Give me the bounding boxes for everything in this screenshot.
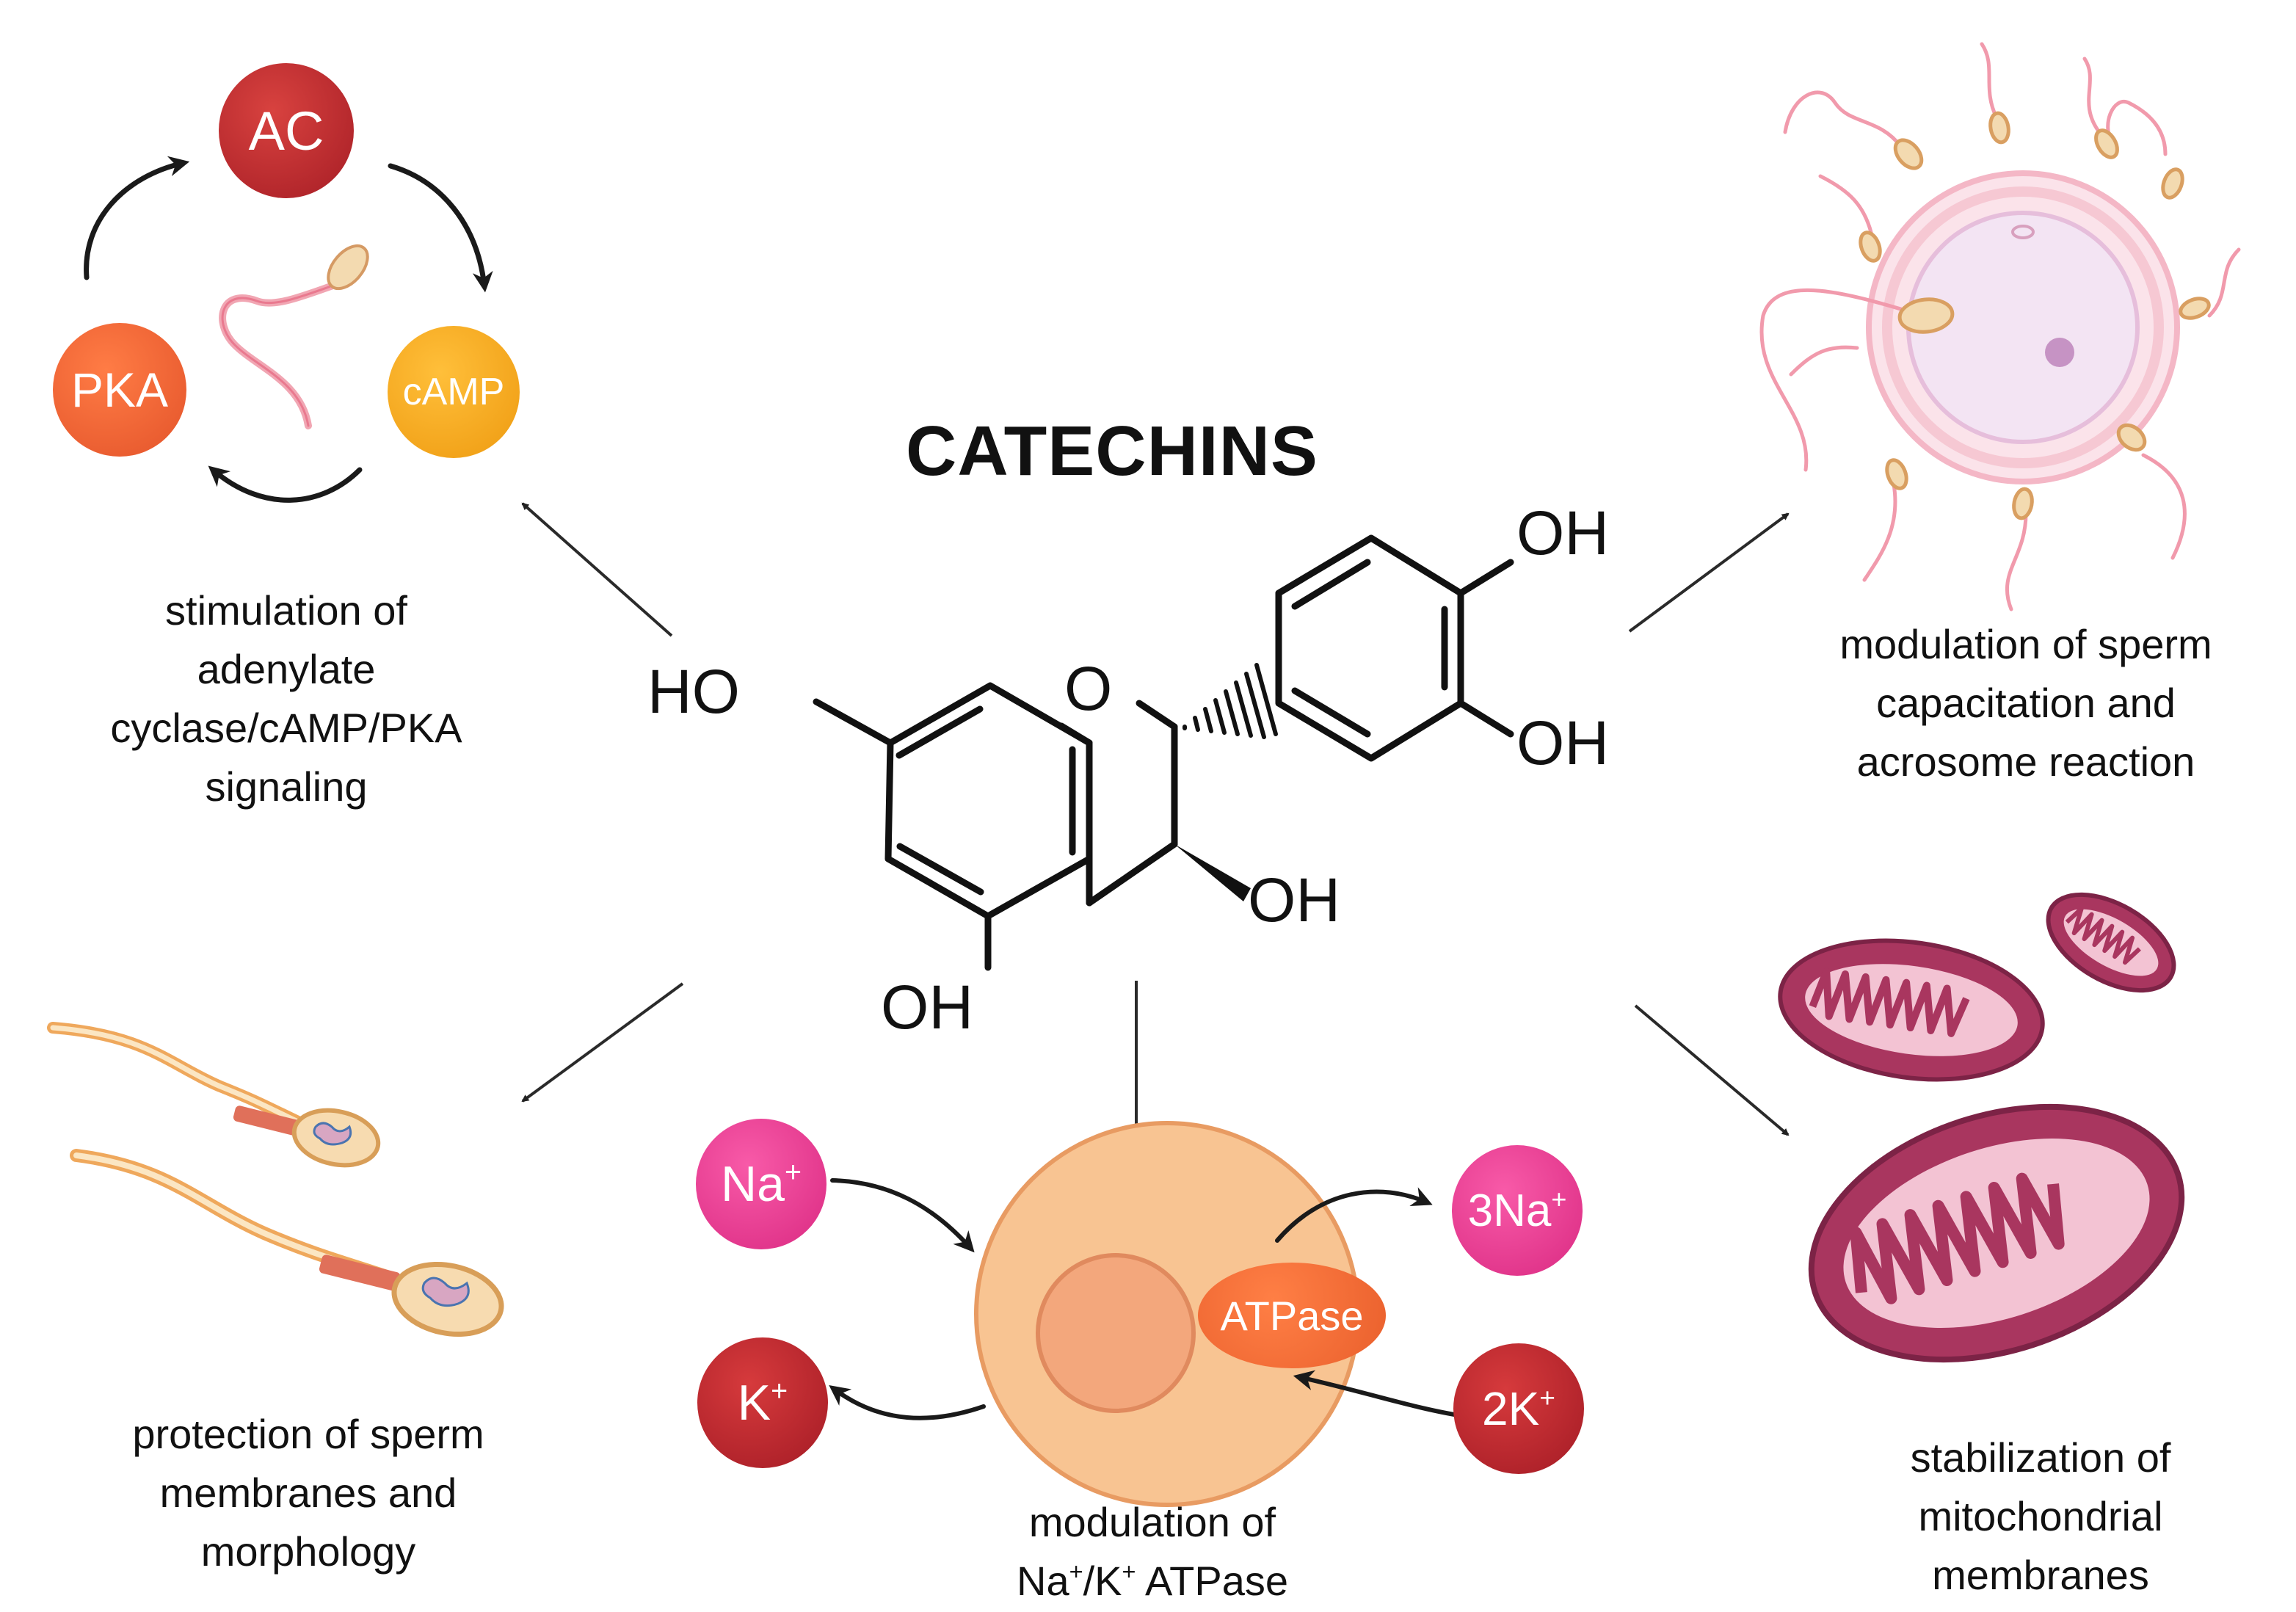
camp-cycle-arrows (84, 156, 493, 503)
hashed-wedge (1182, 663, 1278, 739)
camp-caption: stimulation of adenylate cyclase/cAMP/PK… (110, 587, 462, 810)
sperm-membrane-caption: protection of sperm membranes and morpho… (132, 1411, 484, 1575)
atpase-caption: modulation of Na+/K+ ATPase (895, 1493, 1409, 1611)
atom-ring-oxygen: O (1064, 654, 1113, 723)
three-na-ion: 3Na+ (1452, 1145, 1583, 1276)
cycle-sperm (219, 244, 369, 429)
ac-label: AC (248, 100, 324, 161)
diagram-title: CATECHINS (906, 412, 1318, 490)
atom-hydroxyl-7: HO (647, 657, 740, 726)
camp-label: cAMP (402, 371, 505, 413)
atom-hydroxyl-3: OH (1248, 865, 1340, 934)
atom-hydroxyl-5: OH (881, 973, 973, 1042)
pointer-arrows (521, 502, 1790, 1136)
atpase-pump-label: ATPase (1220, 1292, 1364, 1339)
mitochondria (1778, 892, 2185, 1363)
two-k-ion-label: 2K+ (1482, 1382, 1555, 1435)
ac-node: AC (219, 63, 354, 198)
na-ion: Na+ (696, 1119, 827, 1249)
three-na-ion-label: 3Na+ (1467, 1184, 1567, 1236)
k-ion-label: K+ (737, 1375, 788, 1431)
atpase-pump: ATPase (1198, 1263, 1386, 1368)
solid-wedge (1174, 844, 1251, 901)
atpase-caption-formula: Na+/K+ ATPase (1017, 1558, 1288, 1604)
atpase-cell (974, 1121, 1360, 1507)
two-k-ion: 2K+ (1453, 1343, 1584, 1474)
egg-sperm-tails (1759, 42, 2241, 611)
na-ion-label: Na+ (721, 1156, 802, 1212)
k-ion: K+ (697, 1337, 828, 1468)
sperm-cells-left (47, 1022, 504, 1337)
pka-node: PKA (53, 323, 186, 457)
atom-hydroxyl-4p: OH (1516, 708, 1609, 777)
egg-sperm-heads (1859, 111, 2211, 520)
atom-hydroxyl-3p: OH (1516, 498, 1609, 567)
camp-node: cAMP (388, 326, 520, 458)
mitochondria-caption: stabilization of mitochondrial membranes (1910, 1434, 2171, 1598)
pka-label: PKA (70, 363, 169, 417)
egg-with-sperm (1866, 170, 2180, 484)
capacitation-caption: modulation of sperm capacitation and acr… (1839, 621, 2212, 785)
atpase-ion-arrows (829, 1178, 1470, 1420)
catechin-structure (813, 534, 1514, 971)
